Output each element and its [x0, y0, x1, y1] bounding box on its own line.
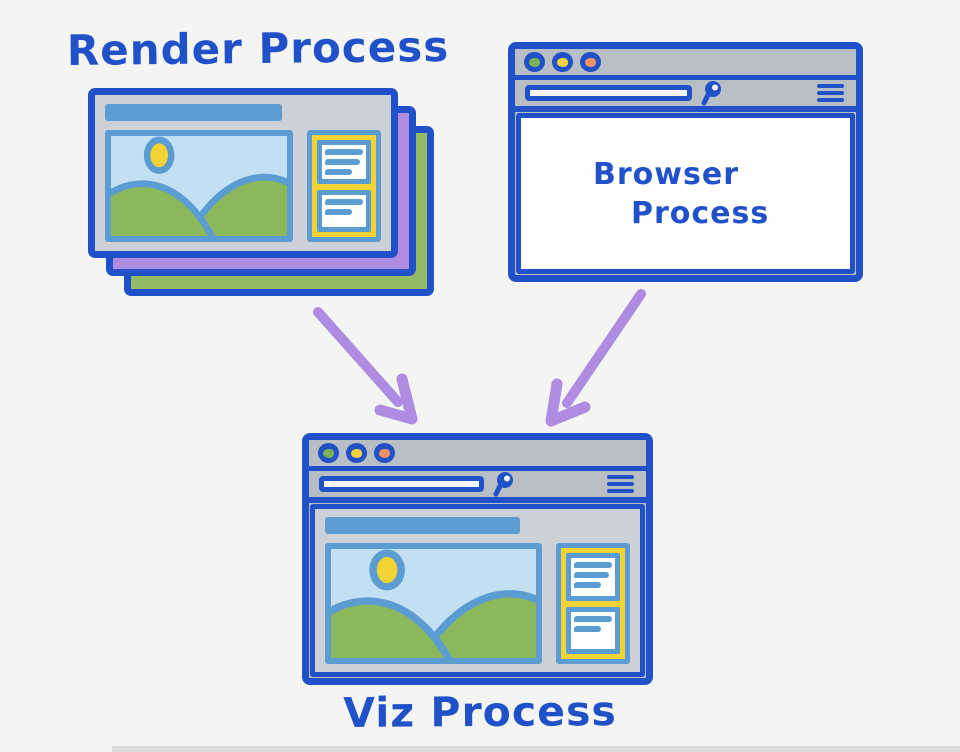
- browser-process-content: Browser Process: [516, 113, 855, 274]
- menu-icon: [817, 84, 846, 102]
- render-process-label: Render Process: [66, 21, 450, 76]
- traffic-light-orange-icon: [374, 443, 395, 463]
- sidebar-placeholder: [307, 130, 381, 242]
- sun-icon: [143, 136, 175, 174]
- sidebar-widget: [317, 140, 371, 184]
- window-titlebar: [515, 49, 856, 80]
- landscape-illustration: [331, 549, 536, 658]
- sidebar-widget: [566, 553, 620, 601]
- sidebar-placeholder: [556, 543, 630, 664]
- text-line: [325, 169, 353, 175]
- bottom-edge-shadow: [112, 746, 960, 752]
- traffic-light-yellow-icon: [552, 52, 573, 72]
- arrow-browser-to-viz: [545, 289, 646, 427]
- window-titlebar: [309, 440, 646, 471]
- landscape-image-placeholder: [105, 130, 293, 242]
- arrow-render-to-viz: [313, 307, 418, 425]
- text-block-placeholder: [325, 517, 521, 534]
- viz-process-window: [302, 433, 653, 685]
- browser-process-label-line1: Browser: [593, 156, 739, 192]
- landscape-image-placeholder: [325, 543, 542, 664]
- text-block-placeholder: [105, 104, 282, 121]
- window-toolbar: [309, 471, 646, 503]
- landscape-illustration: [111, 136, 287, 236]
- browser-process-label-line2: Process: [631, 195, 770, 231]
- traffic-light-green-icon: [524, 52, 545, 72]
- text-line: [325, 209, 353, 215]
- menu-icon: [607, 475, 636, 493]
- text-line: [574, 615, 612, 622]
- text-line: [325, 199, 363, 205]
- front-frame-card: [88, 88, 398, 258]
- sidebar-widget: [566, 606, 620, 654]
- traffic-light-yellow-icon: [346, 443, 367, 463]
- page-mockup: [325, 517, 630, 664]
- text-line: [325, 159, 360, 165]
- window-toolbar: [515, 80, 856, 112]
- search-icon: [493, 472, 513, 497]
- text-line: [325, 149, 363, 155]
- viz-process-content: [310, 504, 645, 677]
- sun-icon: [369, 549, 405, 591]
- address-bar: [319, 476, 484, 492]
- text-line: [574, 562, 612, 568]
- text-line: [574, 582, 602, 588]
- browser-process-window: Browser Process: [508, 42, 863, 282]
- text-line: [574, 572, 609, 578]
- search-icon: [701, 81, 721, 106]
- page-mockup: [105, 104, 381, 242]
- render-process-frame-stack: [88, 88, 438, 300]
- text-line: [574, 625, 602, 632]
- sidebar-widget: [317, 190, 371, 232]
- traffic-light-orange-icon: [580, 52, 601, 72]
- viz-process-label: Viz Process: [343, 687, 617, 737]
- address-bar: [525, 85, 692, 101]
- traffic-light-green-icon: [318, 443, 339, 463]
